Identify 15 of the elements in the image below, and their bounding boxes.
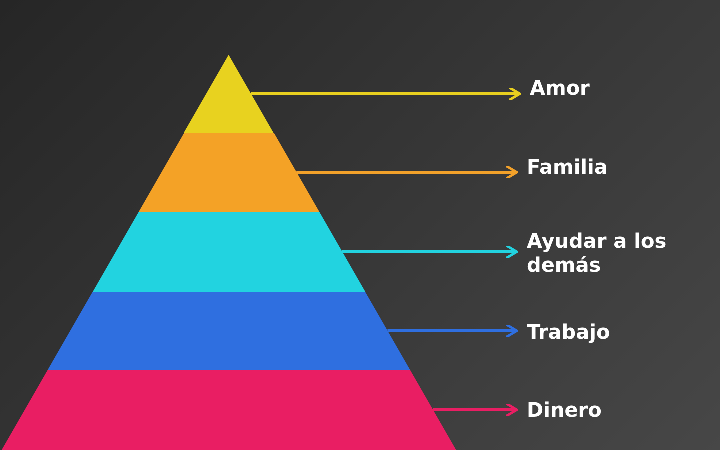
tier-label: Amor <box>530 76 590 100</box>
arrow <box>251 86 522 102</box>
pyramid-tier <box>48 292 410 370</box>
arrow <box>296 165 518 180</box>
pyramid-tier <box>2 370 456 450</box>
tier-label: Ayudar a los demás <box>527 229 677 277</box>
arrow <box>342 244 518 260</box>
tier-label: Familia <box>527 155 608 179</box>
pyramid-top-triangle <box>184 55 274 133</box>
pyramid-tier <box>92 212 366 292</box>
arrow <box>433 402 518 418</box>
tier-label: Dinero <box>527 398 602 422</box>
pyramid-tier <box>138 133 320 212</box>
tier-label: Trabajo <box>527 320 610 344</box>
arrow <box>388 324 518 338</box>
